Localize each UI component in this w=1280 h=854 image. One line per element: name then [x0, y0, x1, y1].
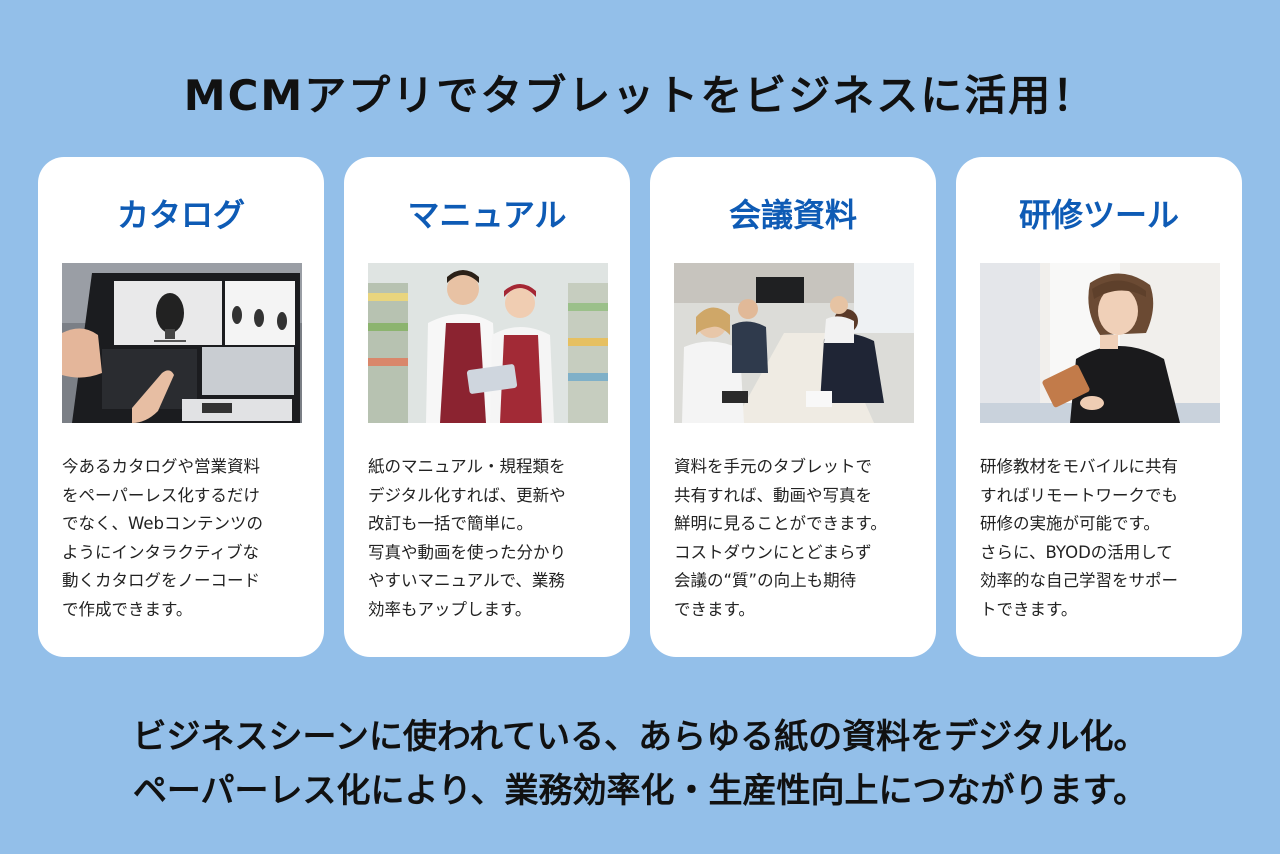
card-title: 研修ツール — [1018, 196, 1179, 234]
card-title: マニュアル — [407, 196, 567, 234]
tablet-catalog-photo — [62, 263, 302, 423]
store-staff-tablet-photo — [368, 263, 608, 423]
woman-studying-tablet-photo — [980, 263, 1220, 423]
footer-line-2: ペーパーレス化により、業務効率化・生産性向上につながります。 — [132, 771, 1148, 811]
card-description: 紙のマニュアル・規程類を デジタル化すれば、更新や 改訂も一括で簡単に。 写真や… — [368, 457, 566, 619]
card-description: 今あるカタログや営業資料 をペーパーレス化するだけ でなく、Webコンテンツの … — [62, 457, 263, 619]
card-description: 資料を手元のタブレットで 共有すれば、動画や写真を 鮮明に見ることができます。 … — [674, 457, 887, 619]
card-description: 研修教材をモバイルに共有 すればリモートワークでも 研修の実施が可能です。 さら… — [980, 457, 1178, 619]
card-meeting: 会議資料 資料を手元のタブレットで 共有すれば、動画や写 — [650, 157, 936, 657]
card-manual: マニュアル 紙のマニ — [344, 157, 630, 657]
card-title: 会議資料 — [728, 196, 857, 234]
card-catalog: カタログ 今あるカタログや営業資料 を — [38, 157, 324, 657]
page-title: MCMアプリでタブレットをビジネスに活用！ — [183, 71, 1097, 120]
meeting-room-photo — [674, 263, 914, 423]
card-training: 研修ツール 研修教材をモバイルに共有 すればリモートワークでも 研修の実施が可能… — [956, 157, 1242, 657]
footer-message: ビジネスシーンに使われている、あらゆる紙の資料をデジタル化。 ペーパーレス化によ… — [0, 710, 1280, 818]
card-title: カタログ — [116, 196, 245, 234]
feature-cards: カタログ 今あるカタログや営業資料 を — [38, 157, 1242, 657]
footer-line-1: ビジネスシーンに使われている、あらゆる紙の資料をデジタル化。 — [132, 717, 1148, 757]
